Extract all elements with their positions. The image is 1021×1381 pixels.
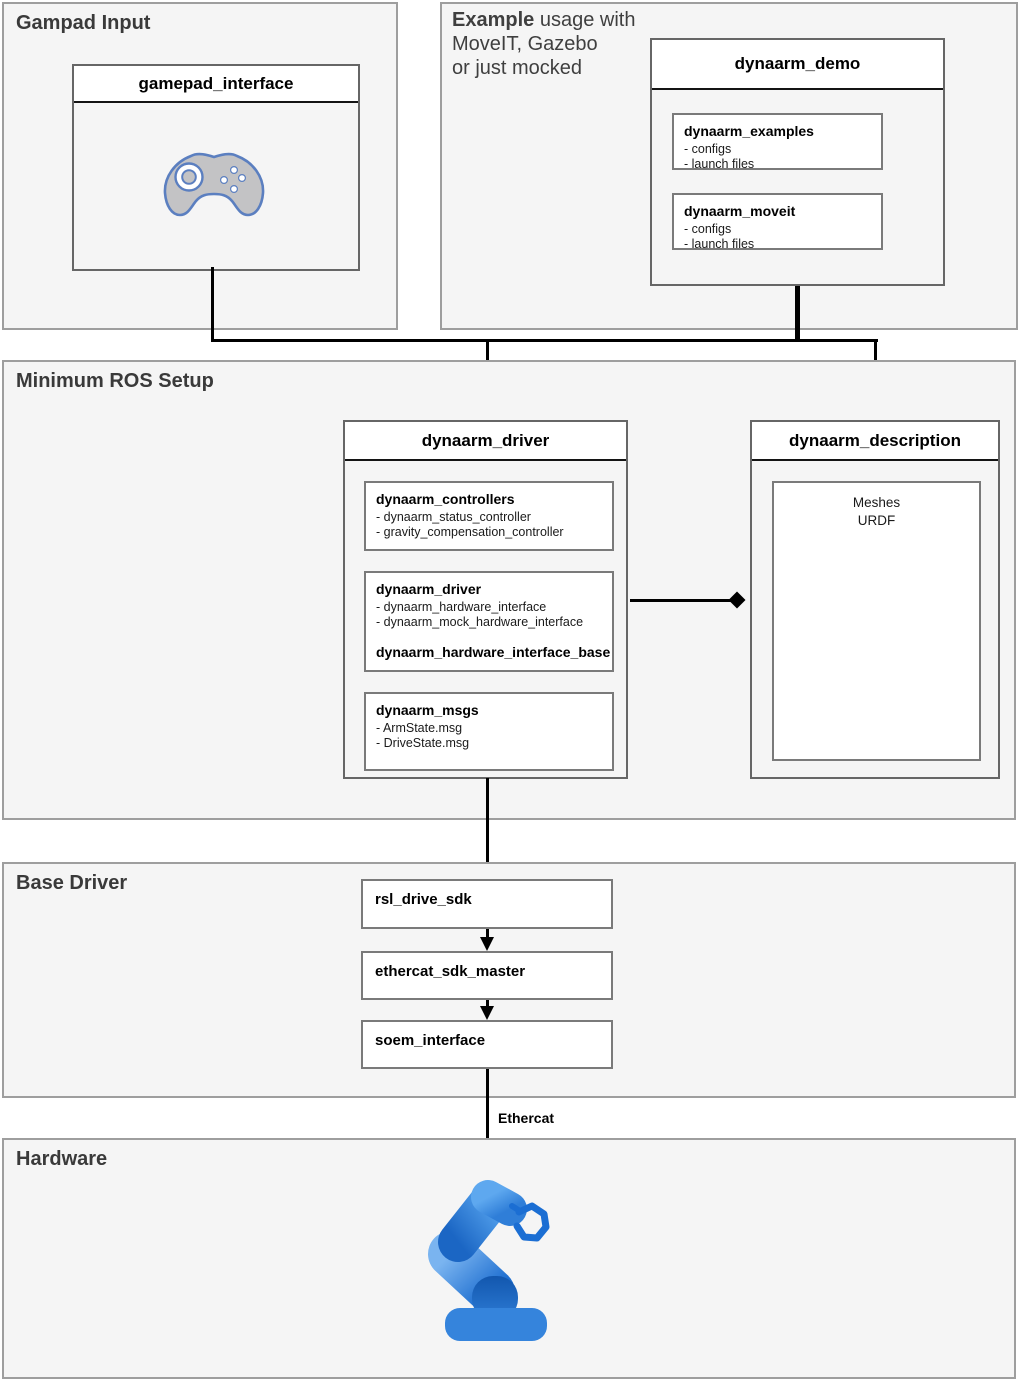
- dynaarm-examples-box: dynaarm_examples - configs - launch file…: [672, 113, 883, 170]
- meshes-label: Meshes: [852, 495, 901, 510]
- rsl-drive-sdk-box: rsl_drive_sdk: [361, 879, 613, 929]
- ethercat-connector-label: Ethercat: [498, 1110, 555, 1126]
- gamepad-interface-title: gamepad_interface: [74, 66, 358, 103]
- connector-rsl-to-ethercat: [486, 929, 489, 938]
- dynaarm-moveit-box: dynaarm_moveit - configs - launch files: [672, 193, 883, 250]
- example-title-line3: or just mocked: [452, 57, 583, 79]
- description-content-box: Meshes URDF: [772, 481, 981, 761]
- rsl-drive-sdk-label: rsl_drive_sdk: [375, 891, 472, 908]
- dynaarm-hardware-interface-base-label: dynaarm_hardware_interface_base: [376, 644, 611, 660]
- dynaarm-examples-title: dynaarm_examples: [684, 123, 814, 139]
- dynaarm-controllers-box: dynaarm_controllers - dynaarm_status_con…: [364, 481, 614, 551]
- dynaarm-demo-box: dynaarm_demo dynaarm_examples - configs …: [650, 38, 945, 286]
- list-item: - ArmState.msg: [376, 721, 463, 735]
- dynaarm-driver-subbox-title: dynaarm_driver: [376, 581, 482, 597]
- arrowhead-ethercat: [480, 937, 494, 951]
- connector-driver-to-rsl: [486, 778, 489, 866]
- ethercat-sdk-master-label: ethercat_sdk_master: [375, 963, 526, 980]
- connector-demo-down: [795, 286, 800, 341]
- dynaarm-msgs-box: dynaarm_msgs - ArmState.msg - DriveState…: [364, 692, 614, 771]
- connector-ethercat-to-soem: [486, 1000, 489, 1007]
- connector-gamepad-down: [211, 267, 214, 341]
- connector-soem-to-hardware: [486, 1069, 489, 1162]
- dynaarm-demo-title: dynaarm_demo: [652, 40, 943, 90]
- section-gamepad-input: Gampad Input gamepad_interface: [2, 2, 398, 330]
- dynaarm-driver-box: dynaarm_driver dynaarm_controllers - dyn…: [343, 420, 628, 779]
- dynaarm-driver-title: dynaarm_driver: [345, 422, 626, 461]
- list-item: - dynaarm_status_controller: [376, 510, 531, 524]
- section-title-gamepad-input: Gampad Input: [16, 12, 151, 34]
- soem-interface-box: soem_interface: [361, 1020, 613, 1069]
- dynaarm-description-box: dynaarm_description Meshes URDF: [750, 420, 1000, 779]
- section-title-example: Example usage with MoveIT, Gazebo or jus…: [452, 8, 635, 80]
- arrowhead-soem: [480, 1006, 494, 1020]
- list-item: - dynaarm_mock_hardware_interface: [376, 615, 584, 629]
- connector-driver-to-description: [630, 599, 733, 602]
- example-title-rest: usage with: [534, 9, 636, 31]
- dynaarm-moveit-title: dynaarm_moveit: [684, 203, 796, 219]
- dynaarm-description-title: dynaarm_description: [752, 422, 998, 461]
- urdf-label: URDF: [857, 513, 896, 528]
- section-title-ros: Minimum ROS Setup: [16, 370, 214, 392]
- example-title-line1: Example usage with: [452, 8, 635, 32]
- robot-arm-icon: [424, 1178, 552, 1347]
- dynaarm-driver-subbox: dynaarm_driver - dynaarm_hardware_interf…: [364, 571, 614, 672]
- list-item: - gravity_compensation_controller: [376, 525, 564, 539]
- list-item: - dynaarm_hardware_interface: [376, 600, 547, 614]
- list-item: - configs: [684, 142, 732, 156]
- list-item: - launch files: [684, 237, 755, 250]
- dynaarm-msgs-title: dynaarm_msgs: [376, 702, 479, 718]
- connector-top-bus: [211, 339, 878, 342]
- example-title-bold: Example: [452, 9, 535, 31]
- list-item: - configs: [684, 222, 732, 236]
- list-item: - DriveState.msg: [376, 736, 470, 750]
- gamepad-interface-box: gamepad_interface: [72, 64, 360, 271]
- dynaarm-controllers-title: dynaarm_controllers: [376, 491, 515, 507]
- soem-interface-label: soem_interface: [375, 1032, 486, 1049]
- ethercat-sdk-master-box: ethercat_sdk_master: [361, 951, 613, 1000]
- example-title-line2: MoveIT, Gazebo: [452, 33, 598, 55]
- section-title-hardware: Hardware: [16, 1148, 108, 1170]
- gamepad-icon: [161, 151, 267, 230]
- section-title-base-driver: Base Driver: [16, 872, 128, 894]
- list-item: - launch files: [684, 157, 755, 170]
